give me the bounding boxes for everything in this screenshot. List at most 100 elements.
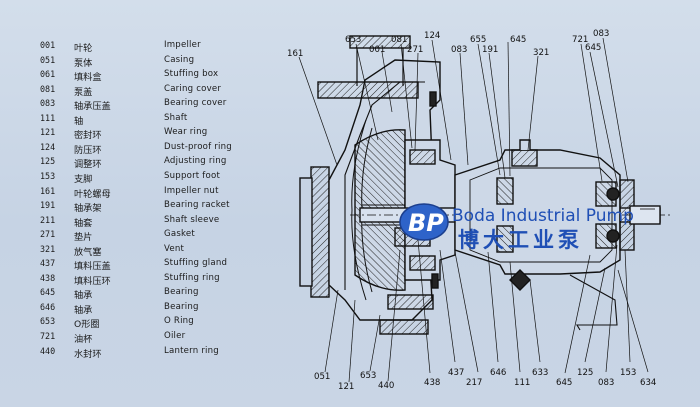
- callout-bottom-634: 634: [640, 378, 656, 388]
- legend-name-zh: 填料压盖: [74, 261, 111, 273]
- legend-name-en: Stuffing gland: [164, 258, 228, 269]
- legend-code: 437: [40, 258, 56, 269]
- callout-bottom-111: 111: [514, 378, 530, 388]
- legend-name-zh: 填料盒: [74, 72, 102, 84]
- legend-name-zh: 放气塞: [74, 246, 102, 258]
- legend-name-zh: 叶轮: [74, 43, 93, 54]
- callout-leaders: [298, 37, 649, 383]
- legend-name-en: Support foot: [164, 170, 221, 181]
- callout-bottom-217: 217: [466, 378, 482, 388]
- legend-name-zh: 水封环: [74, 348, 102, 360]
- legend-name-zh: 轴: [74, 115, 84, 127]
- callout-bottom-083: 083: [598, 378, 614, 388]
- pump-body-drawing: [299, 35, 672, 335]
- support-foot: [509, 269, 531, 291]
- legend-name-en: Casing: [164, 54, 195, 65]
- legend-name-zh: 轴承: [74, 304, 93, 316]
- callout-bottom-153: 153: [620, 368, 636, 378]
- brand-logo: [399, 203, 449, 241]
- callout-bottom-653: 653: [360, 371, 376, 381]
- legend-name-en: Dust-proof ring: [164, 141, 232, 152]
- callout-bottom-440: 440: [378, 381, 394, 391]
- legend-name-zh: 填料压环: [74, 275, 111, 287]
- legend-code: 153: [40, 170, 56, 181]
- legend-row: 153 支脚 Support foot: [0, 171, 300, 186]
- callout-labels: 161 653 001 081 271 124 083 655 191 645 …: [287, 29, 656, 392]
- legend-code: 083: [40, 98, 56, 109]
- legend-name-zh: 泵体: [74, 57, 93, 69]
- callout-top-161: 161: [287, 49, 303, 59]
- legend-row: 051 泵体 Casing: [0, 55, 300, 70]
- legend-code: 211: [40, 214, 56, 225]
- legend-name-zh: 泵盖: [74, 86, 93, 98]
- legend-name-en: Vent: [164, 243, 185, 254]
- callout-top-191: 191: [482, 45, 498, 55]
- legend-name-en: Oiler: [164, 331, 186, 341]
- legend-name-zh: 轴承: [74, 290, 93, 302]
- callout-top-645b: 645: [585, 43, 601, 53]
- legend-name-zh: 调整环: [74, 159, 102, 171]
- legend-name-en: Stuffing box: [164, 69, 219, 80]
- legend-code: 438: [40, 272, 56, 283]
- legend-code: 646: [40, 301, 56, 312]
- callout-top-645: 645: [510, 35, 526, 45]
- legend-code: 001: [40, 40, 56, 50]
- legend-name-zh: 轴承架: [74, 203, 102, 215]
- legend-name-en: Shaft sleeve: [164, 214, 220, 225]
- legend-name-en: Caring cover: [164, 83, 222, 94]
- legend-code: 321: [40, 243, 56, 254]
- legend-code: 124: [40, 141, 56, 152]
- legend-name-zh: 防压环: [74, 144, 102, 156]
- callout-top-721: 721: [572, 35, 588, 45]
- legend-name-en: Impeller: [164, 40, 201, 50]
- legend-name-zh: O形圈: [74, 319, 100, 331]
- callout-top-653: 653: [345, 35, 361, 45]
- callout-top-271: 271: [407, 45, 423, 55]
- callout-top-001: 001: [369, 45, 385, 55]
- legend-name-zh: 叶轮螺母: [74, 188, 111, 200]
- legend-row: 211 轴套 Shaft sleeve: [0, 215, 300, 230]
- front-bearing: [496, 177, 514, 205]
- legend-code: 191: [40, 200, 56, 211]
- legend-row: 124 防压环 Dust-proof ring: [0, 142, 300, 157]
- callout-bottom-633: 633: [532, 368, 548, 378]
- bearing-bracket: [454, 149, 621, 275]
- legend-row: 061 填料盒 Stuffing box: [0, 69, 300, 84]
- callout-top-321: 321: [533, 48, 549, 58]
- callout-bottom-125: 125: [577, 368, 593, 378]
- legend-name-zh: 油杯: [74, 334, 93, 345]
- brand-name-en: Boda Industrial Pump: [452, 206, 634, 226]
- discharge-flange: [317, 81, 419, 99]
- legend-name-zh: 轴套: [74, 217, 93, 229]
- legend-name-en: Bearing cover: [164, 98, 227, 109]
- legend-name-en: Stuffing ring: [164, 272, 220, 283]
- legend-name-en: Lantern ring: [164, 345, 219, 356]
- oiler: [511, 149, 538, 167]
- legend-name-en: Shaft: [164, 112, 188, 123]
- legend-name-en: Impeller nut: [164, 185, 219, 196]
- callout-top-081: 081: [391, 35, 407, 45]
- legend-name-zh: 密封环: [74, 130, 102, 142]
- legend-name-zh: 支脚: [74, 173, 93, 185]
- callout-bottom-438: 438: [424, 378, 440, 388]
- legend-name-en: Bearing: [164, 287, 199, 298]
- legend-row: 646 轴承 Bearing: [0, 302, 300, 317]
- legend-name-en: Gasket: [164, 229, 195, 240]
- callout-top-083b: 083: [593, 29, 609, 39]
- callout-top-083: 083: [451, 45, 467, 55]
- legend-code: 125: [40, 156, 56, 167]
- legend-code: 051: [40, 54, 56, 65]
- legend-code: 645: [40, 287, 56, 298]
- legend-row: 001 叶轮 Impeller: [0, 40, 300, 55]
- callout-top-655: 655: [470, 35, 486, 45]
- legend-name-en: Bearing: [164, 301, 199, 312]
- legend-code: 061: [40, 69, 56, 80]
- callout-top-124: 124: [424, 31, 440, 41]
